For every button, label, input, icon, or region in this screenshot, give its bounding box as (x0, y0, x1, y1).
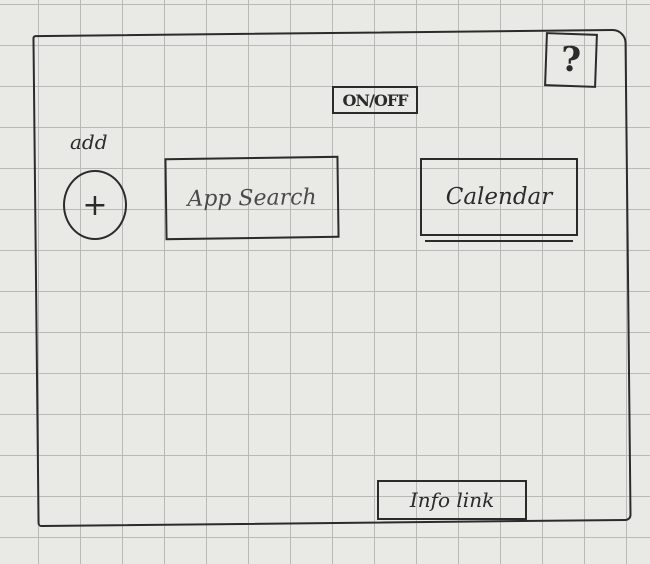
add-label: add (70, 130, 108, 154)
app-search-box[interactable]: App Search (164, 155, 340, 241)
info-link[interactable]: Info link (377, 480, 527, 520)
toggle-label: ON/OFF (342, 90, 408, 110)
calendar-label: Calendar (445, 184, 553, 210)
info-link-label: Info link (409, 488, 495, 512)
on-off-toggle[interactable]: ON/OFF (332, 86, 418, 114)
search-label: App Search (187, 184, 317, 212)
calendar-button[interactable]: Calendar (420, 158, 578, 236)
help-icon: ? (560, 39, 582, 81)
calendar-underline (425, 240, 573, 242)
add-button[interactable]: + (63, 170, 127, 240)
plus-icon: + (82, 187, 108, 223)
help-button[interactable]: ? (544, 32, 598, 88)
